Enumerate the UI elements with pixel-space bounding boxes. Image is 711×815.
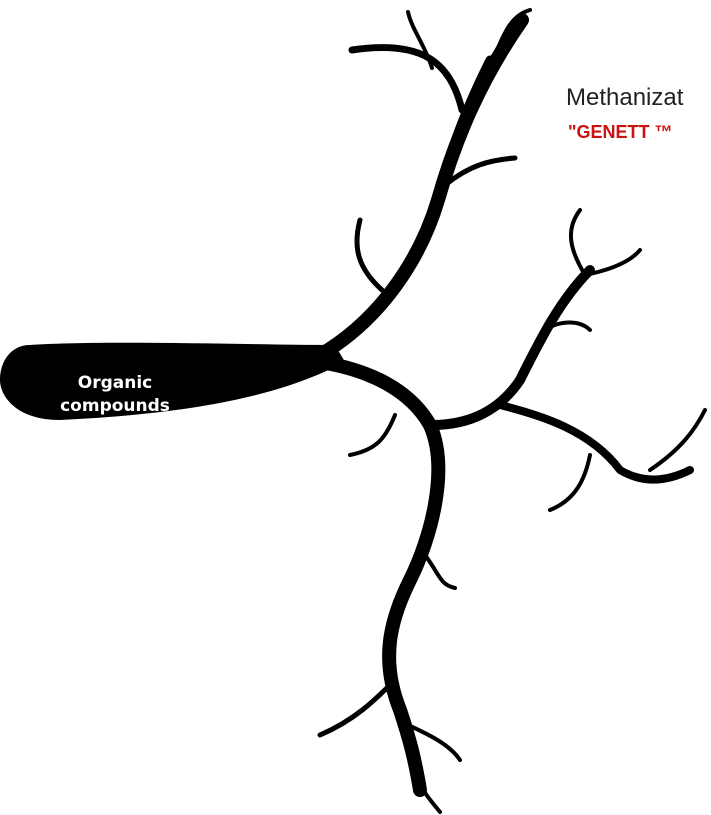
root-label-line-2: compounds [40, 395, 190, 418]
right-sub-branch [432, 270, 590, 425]
branch-subtitle: "GENETT ™ [568, 121, 673, 143]
branch-title: Methanizat [566, 84, 683, 112]
root-node-label: Organic compounds [40, 372, 190, 418]
lower-twig [320, 680, 395, 735]
right-twig [585, 250, 640, 275]
lower-twig [425, 555, 455, 588]
root-label-line-1: Organic [40, 372, 190, 395]
upper-twig [408, 12, 432, 68]
right-twig [550, 455, 590, 510]
upper-twig [357, 220, 382, 290]
right-twig [350, 415, 395, 455]
upper-branch [320, 20, 522, 355]
right-sub-branch-lower [500, 405, 690, 479]
right-twig [571, 210, 585, 275]
upper-twig [352, 48, 462, 111]
right-twig [650, 410, 705, 470]
